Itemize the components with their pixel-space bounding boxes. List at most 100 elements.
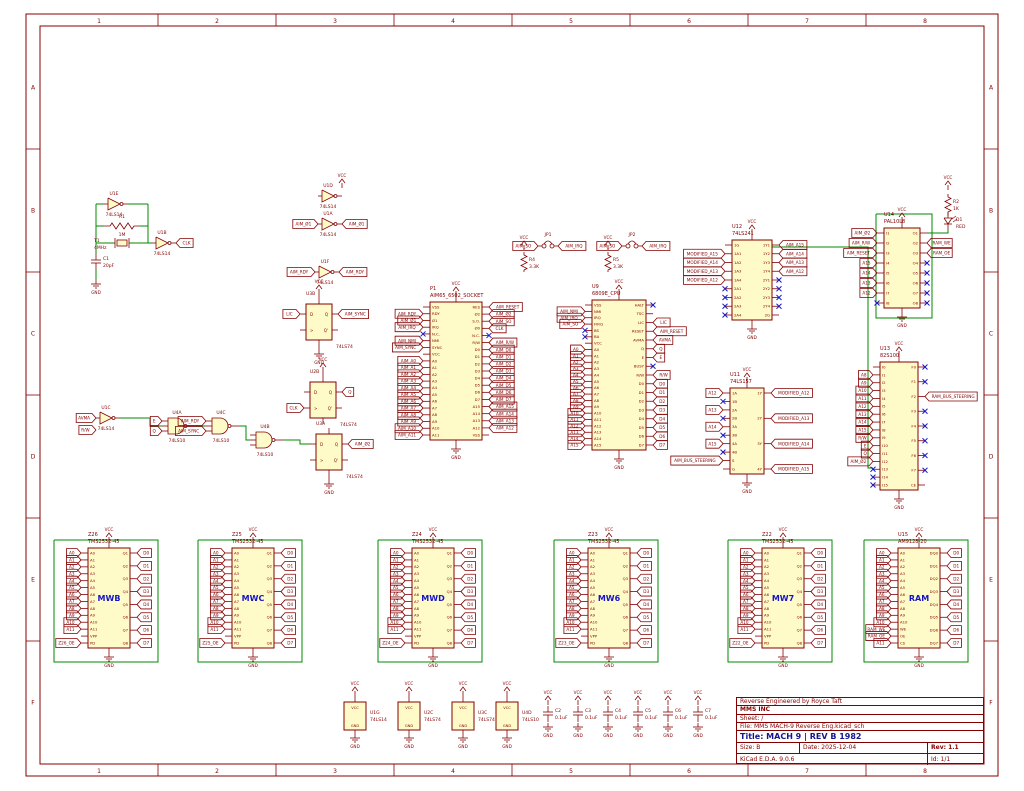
net-label-Z23_OE: Z23_OE	[555, 638, 582, 648]
svg-text:I7: I7	[886, 290, 890, 295]
vcc-symbol: VCC	[915, 527, 923, 542]
svg-text:VCC: VCC	[944, 175, 953, 180]
svg-text:A2: A2	[213, 564, 219, 569]
svg-text:Q2: Q2	[797, 563, 803, 568]
svg-text:Z22_OE: Z22_OE	[732, 641, 749, 646]
svg-text:A5: A5	[90, 585, 96, 590]
title-block-file: File: MMS MACH-9 Reverse Eng.kicad_sch	[740, 722, 865, 730]
svg-text:A4: A4	[213, 578, 219, 583]
svg-text:U1E: U1E	[110, 191, 119, 197]
net-label-D3: D3	[460, 586, 476, 597]
svg-text:A11: A11	[740, 627, 749, 632]
svg-text:1Y1: 1Y1	[763, 242, 771, 247]
no-connect-x	[722, 312, 728, 318]
svg-text:AIM_D2: AIM_D2	[496, 361, 512, 366]
svg-text:D4: D4	[639, 416, 645, 421]
svg-text:A5: A5	[393, 585, 399, 590]
net-label-MODIFIED_A13: MODIFIED_A13	[683, 266, 726, 277]
component-Z24: Z24TMS2532-45A0A0A1A1A2A2A3A3A4A4A5A5A6A…	[379, 527, 476, 668]
svg-text:A5: A5	[432, 392, 438, 397]
svg-text:GND: GND	[351, 724, 359, 728]
svg-text:2A2: 2A2	[734, 295, 742, 300]
svg-text:A14: A14	[473, 411, 481, 416]
net-label-A1: A1	[66, 555, 82, 565]
svg-text:D6: D6	[643, 628, 649, 633]
net-label-AIM_NMI: AIM_NMI	[556, 306, 586, 317]
svg-text:A14: A14	[708, 424, 717, 429]
svg-text:A14: A14	[570, 436, 579, 441]
net-label-A3: A3	[740, 568, 756, 579]
svg-text:1A1: 1A1	[734, 251, 742, 256]
svg-text:A6: A6	[743, 592, 749, 597]
svg-text:0.1uF: 0.1uF	[585, 715, 598, 721]
component-U14: U14PAL10L8I1AIM_Ø2I2AIM_R/WI3AIM_RESETI4…	[843, 207, 953, 328]
svg-text:D3: D3	[817, 589, 823, 594]
net-label-AIM_A13: AIM_A13	[778, 257, 808, 268]
net-label-D6: D6	[810, 625, 826, 636]
svg-text:D3: D3	[287, 589, 293, 594]
svg-text:AIM_Ø2: AIM_Ø2	[851, 459, 867, 464]
svg-text:A1: A1	[393, 558, 399, 563]
no-connect-x	[922, 467, 928, 474]
svg-text:2A3: 2A3	[734, 304, 742, 309]
svg-text:A6: A6	[573, 385, 579, 390]
svg-text:A0: A0	[573, 347, 579, 352]
svg-text:D1: D1	[953, 563, 959, 568]
svg-text:4: 4	[451, 18, 455, 25]
svg-text:C2: C2	[555, 708, 561, 714]
component-Z25: Z25TMS2532-45A0A0A1A1A2A2A3A3A4A4A5A5A6A…	[199, 527, 296, 668]
net-label-A7: A7	[210, 596, 226, 607]
svg-text:Q: Q	[348, 390, 352, 395]
net-label-D0: D0	[810, 548, 826, 558]
svg-text:A5: A5	[213, 585, 219, 590]
net-label-A4: A4	[570, 370, 586, 380]
svg-text:A13: A13	[594, 430, 602, 435]
svg-text:VPP: VPP	[414, 633, 422, 638]
svg-text:D2: D2	[475, 361, 481, 366]
gnd-symbol: GND	[104, 653, 114, 668]
svg-text:R/W: R/W	[81, 428, 89, 433]
svg-text:D6: D6	[143, 628, 149, 633]
svg-text:A11: A11	[590, 627, 598, 632]
net-label-A3: A3	[566, 568, 582, 579]
svg-text:VCC: VCC	[315, 279, 324, 284]
gnd-symbol: GND	[350, 734, 360, 749]
net-label-D7: D7	[636, 638, 652, 648]
net-label-A2: A2	[390, 561, 406, 572]
svg-text:A5: A5	[569, 585, 575, 590]
net-label-AIM_A15: AIM_A15	[778, 240, 808, 250]
svg-text:Q5: Q5	[123, 602, 129, 607]
svg-text:I5: I5	[886, 270, 890, 275]
svg-text:MWC: MWC	[242, 594, 265, 603]
svg-text:E: E	[31, 577, 35, 584]
net-label-A2: A2	[566, 561, 582, 572]
gnd-symbol: GND	[604, 653, 614, 668]
svg-text:A0: A0	[69, 551, 75, 556]
component-U9: U96809E_CPUVSSNMIAIM_NMIIRQAIM_IRQFIRQAI…	[556, 279, 687, 470]
svg-text:2A: 2A	[732, 407, 737, 412]
svg-text:RES: RES	[473, 304, 481, 309]
svg-text:A15: A15	[570, 443, 579, 448]
svg-text:R/W: R/W	[858, 435, 866, 440]
svg-text:MWD: MWD	[421, 594, 445, 603]
svg-text:A10: A10	[234, 620, 242, 625]
svg-text:D1: D1	[475, 354, 481, 359]
net-label-E: E	[149, 416, 163, 426]
svg-text:A3: A3	[414, 571, 420, 576]
svg-text:BA: BA	[594, 334, 600, 339]
net-label-A0: A0	[66, 548, 82, 558]
svg-text:A3: A3	[573, 366, 579, 371]
svg-text:Q5: Q5	[267, 602, 273, 607]
net-label-RAM_OE: RAM_OE	[926, 248, 953, 258]
svg-text:A4: A4	[69, 578, 75, 583]
svg-text:S: S	[732, 458, 735, 463]
net-label-AIM_RDY: AIM_RDY	[394, 308, 424, 319]
svg-text:AIM_RESET: AIM_RESET	[847, 251, 871, 256]
svg-text:A3: A3	[743, 571, 749, 576]
svg-text:D: D	[989, 454, 994, 461]
gnd-symbol: GND	[614, 455, 624, 470]
svg-text:7: 7	[805, 768, 809, 775]
svg-text:8: 8	[923, 18, 927, 25]
